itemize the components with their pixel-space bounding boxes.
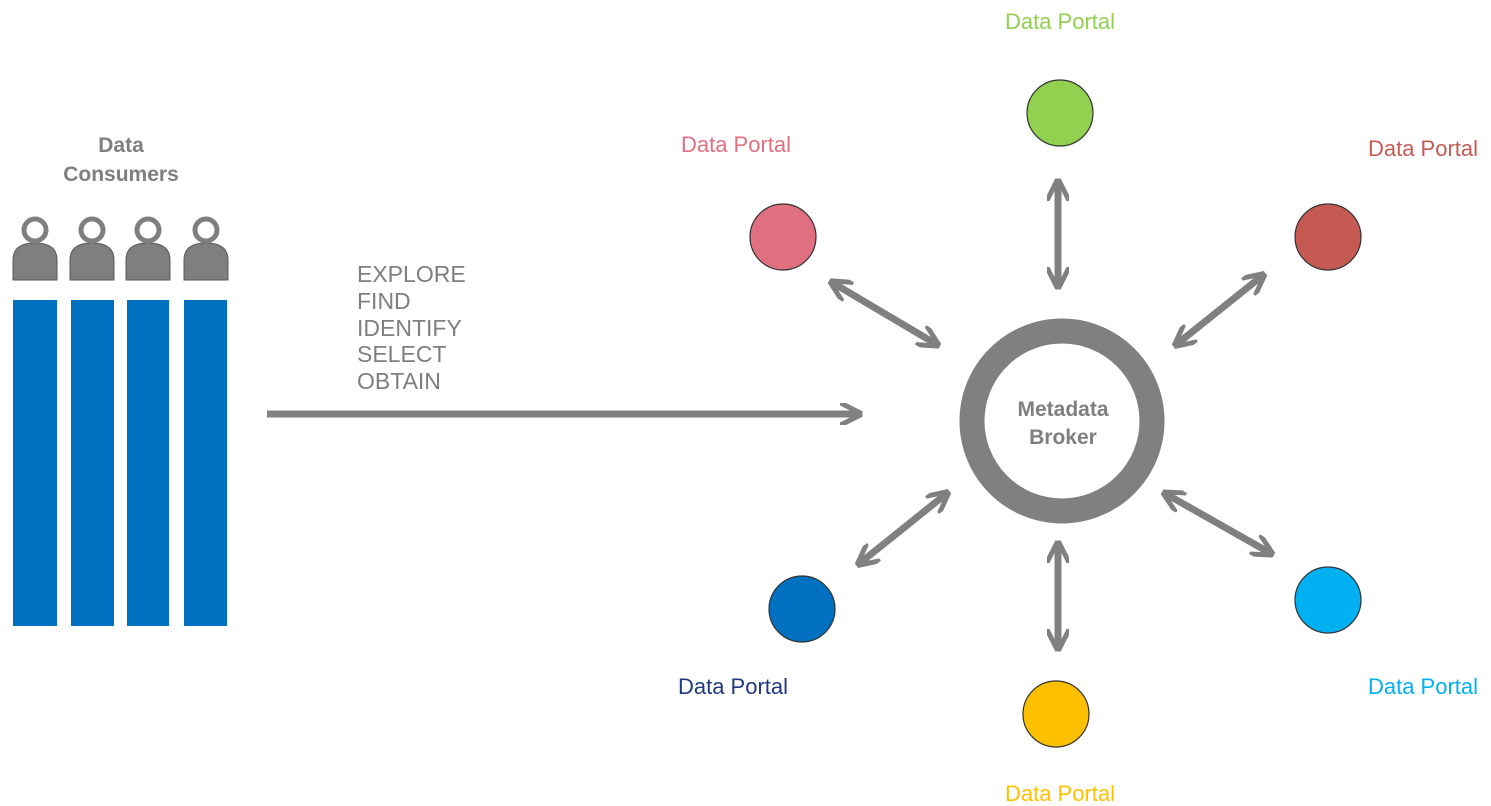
consumer-4 bbox=[183, 216, 229, 281]
data-portal-upper-left: Data Portal bbox=[681, 132, 817, 271]
action-item: EXPLORE bbox=[357, 261, 466, 287]
portal-label: Data Portal bbox=[678, 674, 788, 699]
portal-label: Data Portal bbox=[1005, 781, 1115, 806]
data-portal-top: Data Portal bbox=[1005, 9, 1115, 147]
consumers-title-line2: Consumers bbox=[63, 163, 179, 186]
portal-node bbox=[1022, 680, 1090, 748]
broker-label-line2: Broker bbox=[1029, 426, 1097, 449]
consumer-bar-3 bbox=[127, 300, 169, 626]
data-portal-bottom: Data Portal bbox=[1005, 680, 1115, 806]
connector-arrow-lower-right bbox=[1166, 494, 1270, 553]
consumer-1 bbox=[12, 216, 58, 281]
person-icon bbox=[12, 216, 58, 281]
data-portal-lower-left: Data Portal bbox=[678, 575, 836, 699]
portal-node bbox=[1294, 566, 1362, 634]
consumer-3 bbox=[125, 216, 171, 281]
consumer-2 bbox=[69, 216, 115, 281]
portal-node bbox=[749, 203, 817, 271]
portal-node bbox=[1026, 79, 1094, 147]
portal-node bbox=[1294, 203, 1362, 271]
person-icon bbox=[183, 216, 229, 281]
portal-label: Data Portal bbox=[1368, 674, 1478, 699]
portal-label: Data Portal bbox=[1368, 136, 1478, 161]
consumer-bar-4 bbox=[184, 300, 227, 626]
action-item: FIND bbox=[357, 288, 411, 314]
data-portal-upper-right: Data Portal bbox=[1294, 136, 1478, 271]
portal-label: Data Portal bbox=[1005, 9, 1115, 34]
broker-label-line1: Metadata bbox=[1017, 398, 1108, 421]
connector-arrow-lower-left bbox=[860, 494, 946, 563]
action-item: OBTAIN bbox=[357, 368, 441, 394]
portal-node bbox=[768, 575, 836, 643]
action-item: SELECT bbox=[357, 341, 446, 367]
action-list: EXPLORE FIND IDENTIFY SELECT OBTAIN bbox=[357, 261, 466, 394]
data-portal-lower-right: Data Portal bbox=[1294, 566, 1478, 699]
person-icon bbox=[125, 216, 171, 281]
connector-arrow-upper-right bbox=[1177, 276, 1262, 344]
portal-label: Data Portal bbox=[681, 132, 791, 157]
consumer-bar-2 bbox=[71, 300, 114, 626]
broker-ring bbox=[959, 318, 1165, 524]
action-item: IDENTIFY bbox=[357, 315, 462, 341]
metadata-broker: Metadata Broker bbox=[959, 318, 1165, 524]
consumers-title-line1: Data bbox=[98, 134, 144, 157]
consumer-bar-1 bbox=[13, 300, 57, 626]
person-icon bbox=[69, 216, 115, 281]
connector-arrow-upper-left bbox=[833, 283, 936, 344]
